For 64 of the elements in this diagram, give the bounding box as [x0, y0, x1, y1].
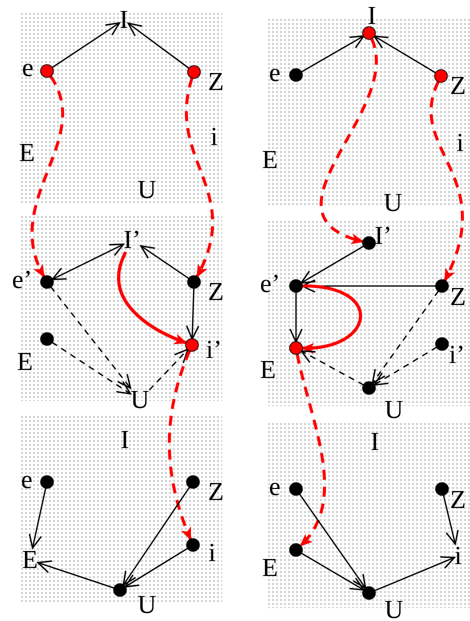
vertex-label: E: [17, 350, 33, 374]
arrow: [124, 548, 188, 588]
vertex-label: Z: [208, 480, 224, 504]
arrow: [289, 292, 303, 343]
vertex-label: i: [454, 544, 462, 568]
arrow: [320, 38, 378, 244]
vertex-label: U: [138, 178, 156, 202]
arrow: [296, 354, 326, 547]
vertex-label: U: [130, 388, 150, 412]
vertex-label: E: [260, 358, 276, 382]
arrow: [30, 75, 64, 278]
vertex-label: i: [210, 125, 218, 149]
vertex-label: e: [269, 61, 281, 85]
vertex-label: I: [120, 8, 128, 32]
arrow: [300, 35, 364, 73]
arrow: [374, 556, 456, 592]
vertex-label: I’: [124, 228, 141, 252]
vertex-label: Z: [208, 280, 224, 304]
arrow: [430, 80, 464, 282]
vertex-label: e’: [260, 272, 280, 296]
arrow: [37, 560, 115, 589]
vertex-label: E: [262, 148, 278, 172]
vertex-label: I: [368, 4, 376, 28]
vertex-label: e: [269, 475, 281, 499]
vertex-label: I: [370, 430, 380, 454]
arrow: [184, 77, 214, 278]
arrow: [140, 245, 190, 280]
arrow: [300, 284, 362, 353]
arrow: [301, 279, 436, 293]
vertex-label: i: [208, 541, 216, 565]
vertex-label: E: [262, 556, 278, 580]
arrow: [52, 244, 124, 280]
arrow: [50, 286, 132, 389]
vertex-label: Z: [208, 70, 224, 94]
vertex-label: I’: [374, 224, 392, 248]
vertex-label: E: [22, 548, 38, 572]
vertex-label: E: [19, 141, 35, 165]
vertex-label: Z: [450, 74, 466, 98]
arrow: [372, 290, 440, 384]
vertex-label: U: [384, 598, 404, 621]
vertex-label: i’: [449, 343, 465, 367]
vertex-label: Z: [450, 285, 466, 309]
vertex-label: i’: [206, 338, 222, 362]
vertex-label: e: [21, 468, 33, 492]
arrow: [186, 288, 200, 340]
arrow: [148, 348, 189, 391]
vertex-label: i: [456, 131, 464, 155]
arrow: [300, 350, 364, 386]
arrow: [127, 22, 190, 69]
vertex-label: e: [22, 56, 34, 80]
arrow: [52, 22, 120, 68]
arrow: [122, 486, 190, 586]
arrow: [117, 251, 188, 344]
arrow: [300, 245, 364, 284]
arrow: [373, 35, 436, 74]
arrow: [300, 552, 365, 591]
vertex-label: U: [384, 191, 402, 215]
arrow: [168, 350, 192, 540]
vertex-label: e’: [12, 268, 32, 292]
vertex-label: U: [384, 398, 404, 422]
vertex-label: I: [120, 428, 130, 452]
vertex-label: U: [138, 593, 156, 617]
arrow: [28, 488, 46, 549]
vertex-label: Z: [450, 488, 466, 512]
